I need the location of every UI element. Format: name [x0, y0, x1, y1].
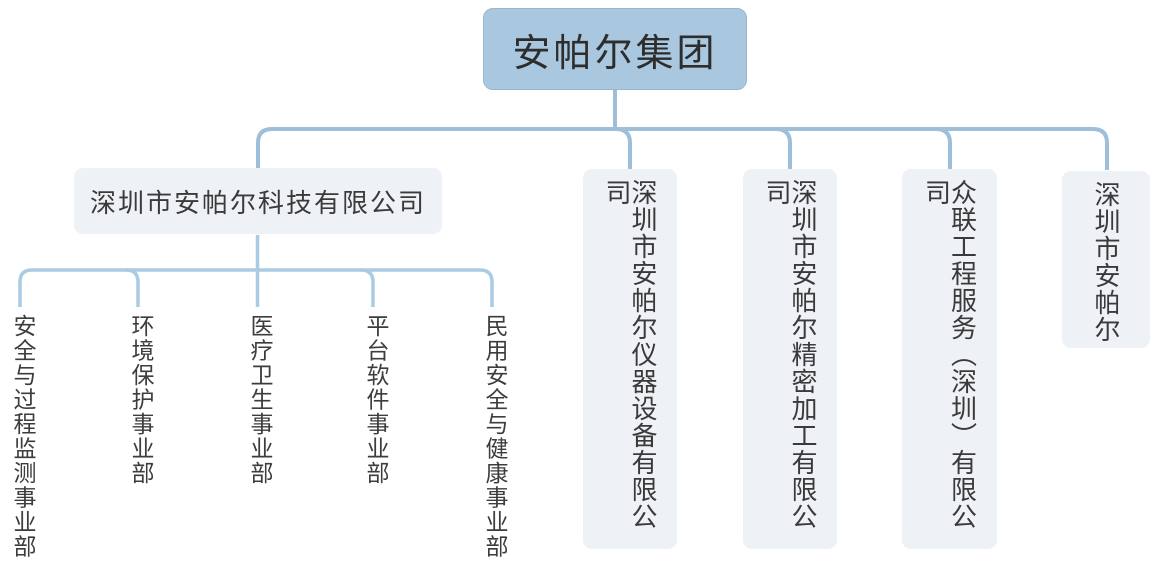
connector-root-trunk: [256, 127, 1109, 170]
connector-drop-subsidiary-3: [775, 127, 792, 170]
org-node-label: 众联工程服务（深圳）有限公司: [921, 179, 978, 530]
org-division-environmental-protection: 环境保护事业部: [128, 314, 154, 486]
org-division-civil-safety-health: 民用安全与健康事业部: [482, 314, 508, 559]
org-node-label: 深圳市安帕尔仪器设备有限公司: [602, 179, 658, 530]
org-node-subsidiary-tech: 深圳市安帕尔科技有限公司: [74, 168, 442, 234]
connector-drop-division-4: [360, 268, 375, 307]
org-division-platform-software: 平台软件事业部: [363, 314, 389, 486]
org-node-subsidiary-instruments: 深圳市安帕尔仪器设备有限公司: [583, 169, 677, 549]
connector-drop-subsidiary-4: [935, 127, 952, 170]
org-node-label: 深圳市安帕尔科技有限公司: [89, 187, 426, 218]
connector-drop-subsidiary-2: [615, 127, 632, 170]
org-node-subsidiary-precision: 深圳市安帕尔精密加工有限公司: [743, 169, 837, 549]
org-node-label: 深圳市安帕尔精密加工有限公司: [762, 179, 818, 530]
org-node-subsidiary-anpaer: 深圳市安帕尔: [1062, 171, 1150, 348]
org-node-subsidiary-zhonglian: 众联工程服务（深圳）有限公司: [902, 169, 997, 549]
org-node-label: 深圳市安帕尔: [1091, 181, 1121, 343]
connector-drop-division-2: [125, 268, 140, 307]
org-node-root: 安帕尔集团: [483, 8, 747, 90]
org-division-safety-process-monitoring: 安全与过程监测事业部: [10, 314, 36, 559]
org-division-medical-health: 医疗卫生事业部: [247, 314, 273, 486]
connector-sub1-trunk: [18, 268, 494, 307]
